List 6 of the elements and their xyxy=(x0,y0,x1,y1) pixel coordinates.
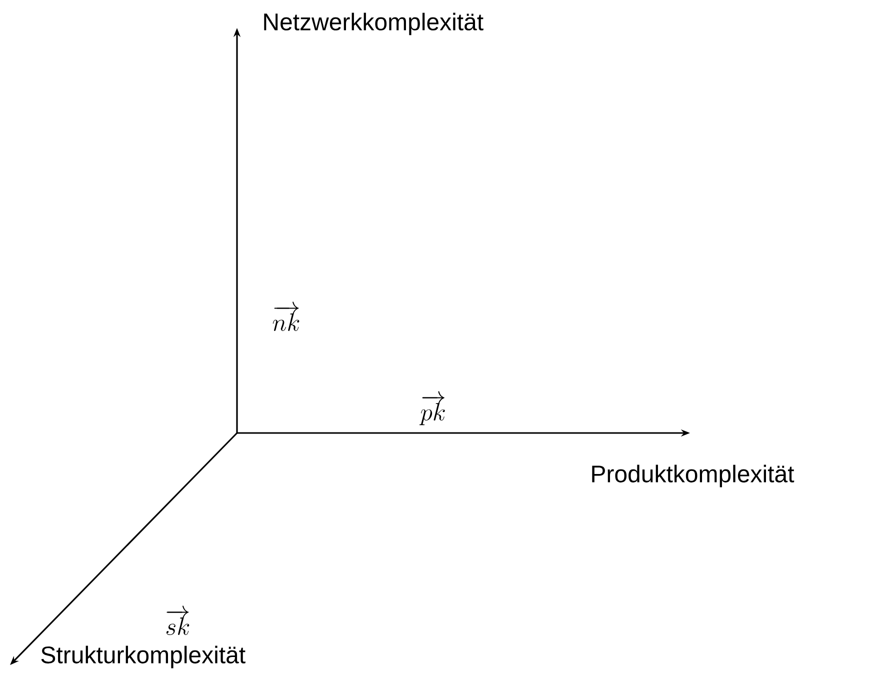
axis-label: Strukturkomplexität xyxy=(41,646,246,668)
axis-label: Netzwerkkomplexität xyxy=(264,12,484,36)
vector-label: $\overrightarrow{sk}$ xyxy=(166,606,190,635)
vector-label: $\overrightarrow{pk}$ xyxy=(419,391,445,426)
vector-label: $\overrightarrow{nk}$ xyxy=(272,302,300,331)
axis-label: Produktkomplexität xyxy=(592,464,794,488)
